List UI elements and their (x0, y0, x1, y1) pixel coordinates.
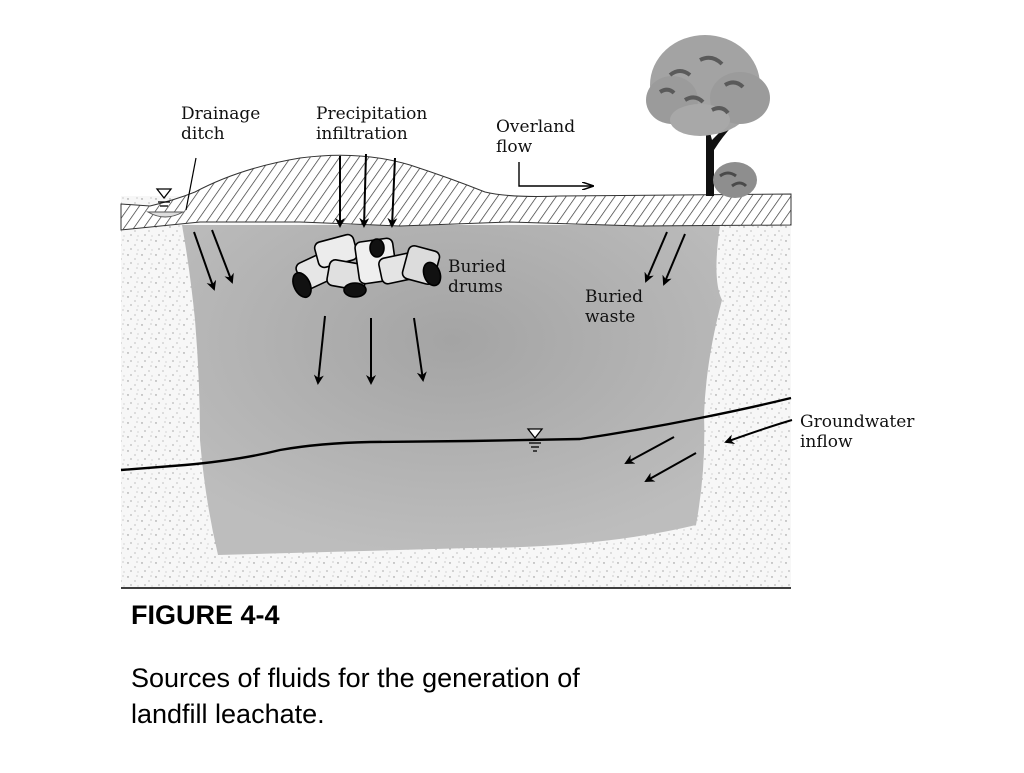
label-buried-drums: Buried drums (448, 257, 506, 297)
leachate-plume (182, 225, 722, 555)
surface-soil-layer (120, 154, 792, 231)
precipitation-arrows (335, 153, 398, 228)
ditch-infiltration-arrows (193, 229, 234, 291)
water-table-symbol-ditch (155, 188, 173, 207)
waste-infiltration-arrows (644, 231, 686, 286)
tree-icon (646, 35, 770, 198)
leachate-arrows (313, 315, 427, 385)
figure-number: FIGURE 4-4 (131, 600, 280, 630)
water-table-symbol (526, 428, 544, 452)
water-table-line (120, 396, 792, 472)
ditch-water (146, 211, 185, 218)
label-overland-flow: Overland flow (496, 117, 576, 157)
drainage-ditch-leader (185, 157, 197, 211)
label-drainage-ditch: Drainage ditch (181, 104, 261, 144)
figure-caption: Sources of fluids for the generation of … (131, 663, 580, 729)
label-buried-waste: Buried waste (585, 287, 643, 327)
buried-drums-icon (292, 233, 442, 299)
label-precipitation-infiltration: Precipitation infiltration (316, 104, 428, 144)
overland-flow-arrow (518, 162, 593, 186)
label-groundwater-inflow: Groundwater inflow (800, 412, 915, 452)
groundwater-flow-arrows (624, 419, 793, 482)
